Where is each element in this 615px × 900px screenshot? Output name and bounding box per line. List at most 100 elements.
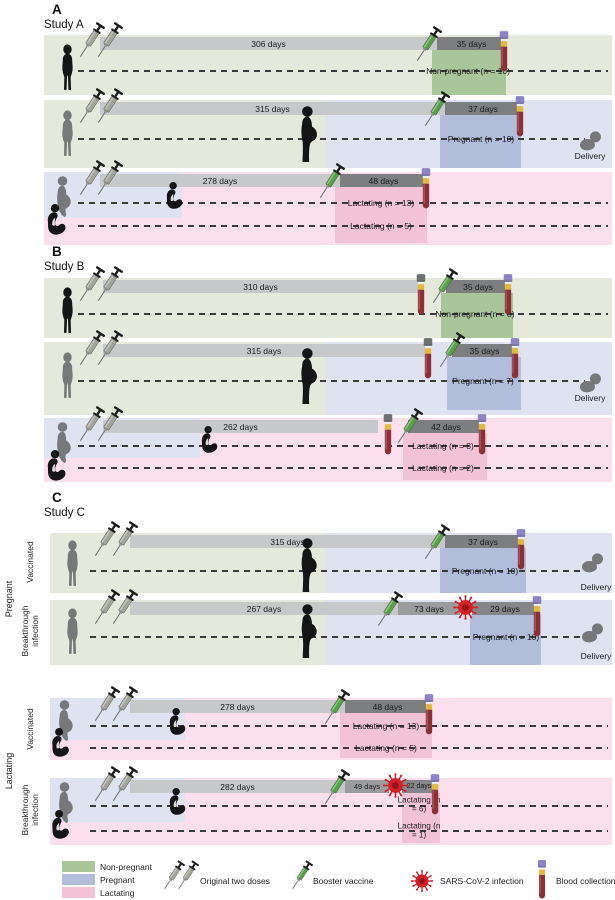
timeline-dashed-line: [90, 747, 608, 749]
timeline-initial-bar: 267 days: [130, 602, 398, 615]
delivery-label: Delivery: [574, 151, 606, 161]
booster-syringe-icon: [285, 857, 316, 895]
nursing-mother-icon: [166, 788, 188, 816]
timeline-initial-bar: 315 days: [130, 535, 445, 548]
panel-c-title: Study C: [44, 507, 85, 519]
breakthrough-vertical-label: Breakthrough infection: [19, 605, 40, 657]
group-label: Lactating (n = 13): [352, 721, 420, 731]
timeline-post-booster-bar: 35 days: [437, 37, 506, 50]
vaccinated-vertical-label: Vaccinated: [24, 541, 35, 583]
blood-tube-icon: [503, 272, 513, 318]
timeline-dashed-line: [78, 467, 608, 469]
nursing-mother-icon: [44, 450, 68, 482]
legend-label-nonpregnant: Non-pregnant: [100, 862, 152, 872]
timeline-post-booster-bar: 37 days: [445, 102, 521, 115]
nursing-mother-icon: [48, 810, 72, 840]
blood-tube-icon: [423, 336, 433, 382]
timeline-post-booster-bar: 42 days: [408, 420, 484, 433]
woman-standing-icon: [62, 540, 83, 587]
nursing-mother-icon: [48, 728, 72, 758]
nursing-mother-icon: [198, 426, 220, 454]
legend-label-infection: SARS-CoV-2 infection: [440, 876, 524, 886]
virus-icon: [452, 594, 479, 621]
blood-tube-icon: [510, 336, 520, 382]
timeline-post-booster-bar: 48 days: [345, 700, 430, 713]
group-label: Non-pregnant (n = 10): [426, 66, 510, 76]
delivery-label: Delivery: [580, 651, 612, 661]
timeline-post-booster-bar: 73 days: [398, 602, 460, 615]
legend-label-lactating: Lactating: [100, 888, 135, 898]
timeline-dashed-line: [90, 725, 608, 727]
vaccinated-vertical-label: Vaccinated: [24, 708, 35, 750]
group-label: Lactating (n = 5): [350, 221, 412, 231]
timeline-dashed-line: [78, 380, 585, 382]
pregnant-woman-icon: [296, 106, 324, 163]
group-lactating-vertical-label: Lactating: [3, 752, 14, 790]
timeline-post-booster-bar: 48 days: [340, 174, 427, 187]
timeline-dashed-line: [78, 202, 608, 204]
panel-c-letter: C: [52, 490, 62, 505]
pregnant-woman-icon: [296, 348, 324, 405]
lactating-highlight: [403, 433, 487, 480]
timeline-dashed-line: [78, 70, 608, 72]
nonpregnant-highlight: [432, 50, 506, 95]
group-pregnant-vertical-label: Pregnant: [3, 580, 14, 618]
delivery-label: Delivery: [580, 582, 612, 592]
blood-tube-icon: [424, 692, 434, 738]
newborn-icon: [578, 552, 605, 574]
legend-label-booster: Booster vaccine: [313, 876, 374, 886]
timeline-initial-bar: 306 days: [100, 37, 437, 50]
woman-standing-icon: [62, 608, 83, 655]
blood-tube-icon: [499, 29, 509, 75]
nursing-mother-icon: [44, 204, 68, 236]
timeline-initial-bar: 278 days: [130, 700, 345, 713]
blood-tube-icon: [416, 272, 426, 318]
nursing-mother-icon: [163, 182, 185, 210]
timeline-dashed-line: [78, 225, 608, 227]
blood-tube-icon: [537, 860, 547, 900]
newborn-icon: [576, 372, 603, 394]
panel-b-letter: B: [52, 244, 62, 259]
timeline-post-infection-bar: 29 days: [472, 602, 538, 615]
newborn-icon: [576, 130, 603, 152]
timeline-post-booster-bar: 35 days: [446, 280, 510, 293]
timeline-dashed-line: [90, 570, 585, 572]
newborn-icon: [578, 622, 605, 644]
timeline-dashed-line: [78, 445, 608, 447]
group-label: Pregnant (n = 7): [452, 376, 514, 386]
timeline-initial-bar: 282 days: [130, 780, 345, 793]
group-label: Lactating (n = 13): [347, 198, 415, 208]
timeline-dashed-line: [90, 805, 608, 807]
group-label: Pregnant (n = 10): [447, 134, 515, 144]
timeline-initial-bar: 315 days: [103, 344, 425, 357]
timeline-post-booster-bar: 35 days: [452, 344, 517, 357]
group-label: Lactating (n = 6): [397, 795, 441, 814]
timeline-dashed-line: [78, 138, 585, 140]
timeline-dashed-line: [78, 313, 608, 315]
blood-tube-icon: [477, 412, 487, 458]
blood-tube-icon: [532, 594, 542, 640]
legend-swatch-lactating: [62, 887, 95, 898]
blood-tube-icon: [515, 94, 525, 140]
group-label: Lactating (n = 2): [412, 463, 474, 473]
delivery-label: Delivery: [574, 393, 606, 403]
timeline-dashed-line: [90, 830, 608, 832]
panel-b-title: Study B: [44, 261, 85, 273]
legend-label-original-doses: Original two doses: [200, 876, 270, 886]
pregnant-woman-icon: [296, 538, 324, 593]
blood-tube-icon: [421, 166, 431, 212]
group-label: Lactating (n = 8): [412, 441, 474, 451]
timeline-initial-bar: 278 days: [100, 174, 340, 187]
group-label: Pregnant (n = 10): [472, 632, 540, 642]
breakthrough-vertical-label: Breakthrough infection: [19, 784, 40, 836]
timeline-post-booster-bar: 37 days: [445, 535, 521, 548]
legend-label-pregnant: Pregnant: [100, 875, 135, 885]
legend-label-blood: Blood collection: [556, 876, 615, 886]
timeline-initial-bar: 262 days: [103, 420, 378, 433]
timeline-post-infection-bar: 22 days: [402, 780, 436, 793]
group-label: Lactating (n = 1): [397, 821, 441, 840]
group-label: Lactating (n = 5): [355, 743, 417, 753]
pregnant-highlight: [447, 357, 521, 410]
virus-icon: [410, 869, 434, 893]
nonpregnant-highlight: [441, 293, 513, 338]
